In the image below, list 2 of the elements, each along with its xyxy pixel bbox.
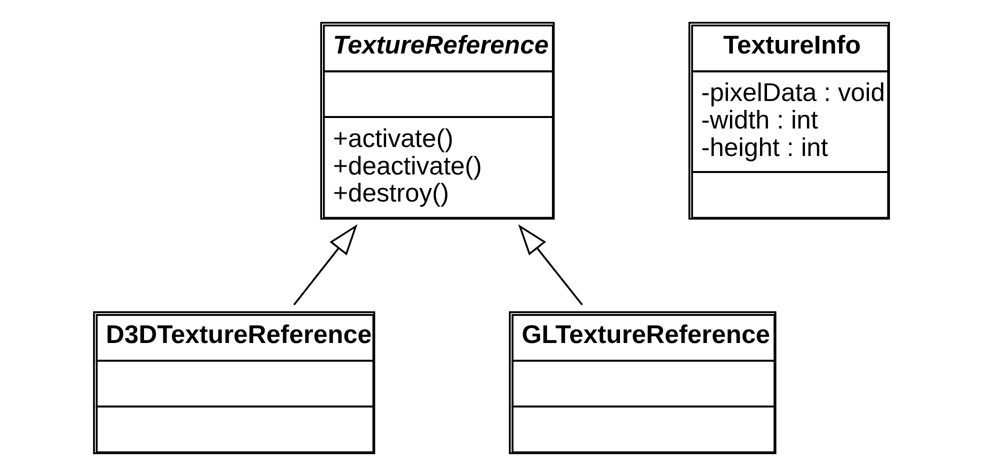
arrow	[518, 224, 583, 306]
arrow	[293, 224, 358, 306]
